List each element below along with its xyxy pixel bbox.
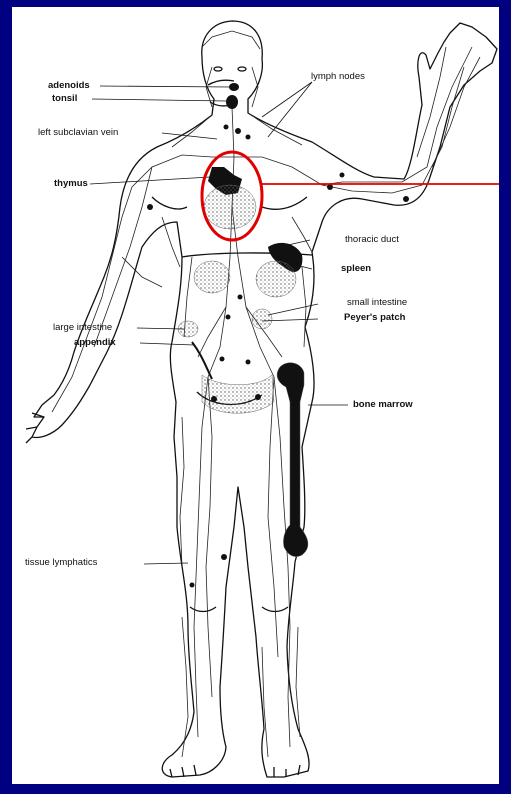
label-left-subclavian-vein: left subclavian vein bbox=[38, 127, 118, 138]
lymphatic-system-illustration bbox=[12, 7, 499, 784]
leader-lines bbox=[90, 82, 348, 564]
label-bone-marrow: bone marrow bbox=[353, 399, 413, 410]
label-adenoids: adenoids bbox=[48, 80, 90, 91]
label-thymus: thymus bbox=[54, 178, 88, 189]
organs bbox=[147, 83, 409, 588]
label-spleen: spleen bbox=[341, 263, 371, 274]
label-small-intestine: small intestine bbox=[347, 297, 407, 308]
label-thoracic-duct: thoracic duct bbox=[345, 234, 399, 245]
label-large-intestine: large intestine bbox=[53, 322, 112, 333]
label-lymph-nodes: lymph nodes bbox=[311, 71, 365, 82]
diagram-panel: adenoids tonsil left subclavian vein thy… bbox=[12, 7, 499, 784]
label-tonsil: tonsil bbox=[52, 93, 77, 104]
label-appendix: appendix bbox=[74, 337, 116, 348]
label-tissue-lymphatics: tissue lymphatics bbox=[25, 557, 97, 568]
label-peyers-patch: Peyer's patch bbox=[344, 312, 405, 323]
